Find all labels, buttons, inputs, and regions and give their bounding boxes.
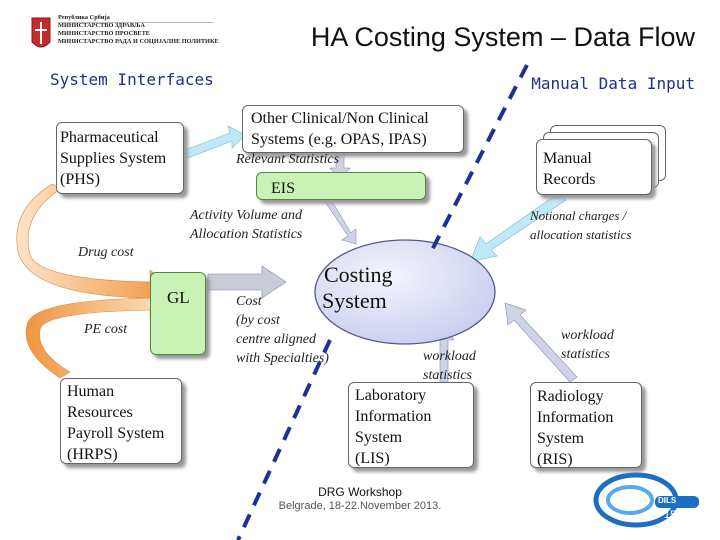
workload-ris-label: workload statistics (561, 326, 614, 364)
logo-line: МИНИСТАРСТВО ПРОСВЕТЕ (58, 30, 150, 37)
ris-line: Information (537, 409, 614, 426)
logo-line: Република Србија (58, 14, 110, 21)
cost-by-centre-label: Cost (by cost centre aligned with Specia… (236, 292, 329, 368)
costing-system-line: Costing (324, 262, 393, 287)
eis-to-costing-arrow (323, 197, 357, 245)
costing-system-ellipse (314, 239, 496, 345)
ris-to-costing-arrow (504, 302, 578, 383)
cost-by-centre-line: centre aligned (236, 332, 316, 347)
eis-box: EIS (256, 172, 426, 200)
manual-records-line: Records (543, 171, 596, 188)
hrps-line: (HRPS) (67, 446, 118, 463)
divider-top (430, 64, 529, 251)
activity-volume-line: Activity Volume and (190, 208, 302, 223)
ris-line: (RIS) (537, 451, 573, 468)
workload-lis-label: workload statistics (423, 347, 476, 385)
workload-lis-line: statistics (423, 368, 473, 383)
page-number: 15 (664, 509, 677, 521)
phs-to-clinical-arrow (184, 125, 246, 159)
hrps-line: Payroll System (67, 425, 165, 442)
dils-logo-text: DILS (658, 496, 677, 505)
logo-line: МИНИСТАРСТВО ЗДРАВЉА (58, 22, 145, 29)
logo-line: МИНИСТАРСТВО РАДА И СОЦИЈАЛНЕ ПОЛИТИКЕ (58, 38, 219, 45)
notional-charges-label: Notional charges / allocation statistics (530, 206, 631, 244)
hrps-line: Human (67, 383, 115, 400)
logo-text: Република Србија МИНИСТАРСТВО ЗДРАВЉА МИ… (58, 14, 219, 46)
phs-line: Supplies System (60, 150, 167, 167)
workload-ris-line: statistics (561, 347, 611, 362)
notional-charges-line: allocation statistics (530, 227, 632, 242)
ris-box: Radiology Information System (RIS) (530, 382, 642, 468)
coat-of-arms-icon (31, 17, 213, 48)
gl-box: GL (150, 272, 206, 355)
gl-label: GL (167, 288, 190, 307)
phs-box: Pharmaceutical Supplies System (PHS) (56, 122, 184, 194)
footer-event: DRG Workshop (318, 485, 402, 499)
ris-line: System (537, 430, 585, 447)
lis-line: Laboratory (355, 387, 427, 404)
workload-lis-line: workload (423, 349, 476, 364)
notional-charges-line: Notional charges / (530, 208, 627, 223)
lis-line: Information (355, 408, 432, 425)
lis-line: System (355, 429, 403, 446)
relevant-statistics-label: Relevant Statistics (236, 152, 340, 167)
cost-by-centre-line: with Specialties) (236, 351, 329, 366)
manual-to-costing-arrow (469, 191, 567, 263)
dils-logo-icon (593, 472, 699, 528)
costing-system-line: System (322, 288, 387, 313)
phs-line: Pharmaceutical (60, 129, 159, 146)
cost-by-centre-line: Cost (236, 294, 262, 309)
system-interfaces-heading: System Interfaces (50, 70, 214, 89)
other-clinical-box: Other Clinical/Non Clinical Systems (e.g… (242, 105, 464, 153)
costing-system-label: Costing System (322, 262, 392, 314)
gl-to-costing-arrow (207, 265, 287, 299)
manual-records-box: Manual Records (536, 139, 652, 195)
hrps-box: Human Resources Payroll System (HRPS) (60, 378, 182, 464)
other-clinical-line: Other Clinical/Non Clinical (251, 110, 429, 127)
hrps-line: Resources (67, 404, 133, 421)
ministry-logo (28, 12, 218, 64)
slide-title: HA Costing System – Data Flow (310, 22, 695, 52)
drug-cost-label: Drug cost (78, 245, 134, 260)
footer-place-date: Belgrade, 18-22.November 2013. (278, 500, 442, 512)
lis-line: (LIS) (355, 450, 390, 467)
divider-bottom (236, 339, 332, 540)
ris-line: Radiology (537, 388, 604, 405)
eis-label: EIS (271, 180, 295, 197)
activity-volume-line: Allocation Statistics (190, 227, 303, 242)
activity-volume-label: Activity Volume and Allocation Statistic… (190, 206, 302, 244)
manual-data-input-heading: Manual Data Input (531, 74, 695, 93)
cost-by-centre-line: (by cost (236, 313, 280, 328)
workload-ris-line: workload (561, 328, 614, 343)
other-clinical-line: Systems (e.g. OPAS, IPAS) (251, 131, 427, 148)
phs-line: (PHS) (60, 171, 101, 188)
lis-box: Laboratory Information System (LIS) (348, 382, 474, 468)
manual-records-line: Manual (543, 150, 592, 167)
pe-cost-label: PE cost (84, 322, 128, 337)
